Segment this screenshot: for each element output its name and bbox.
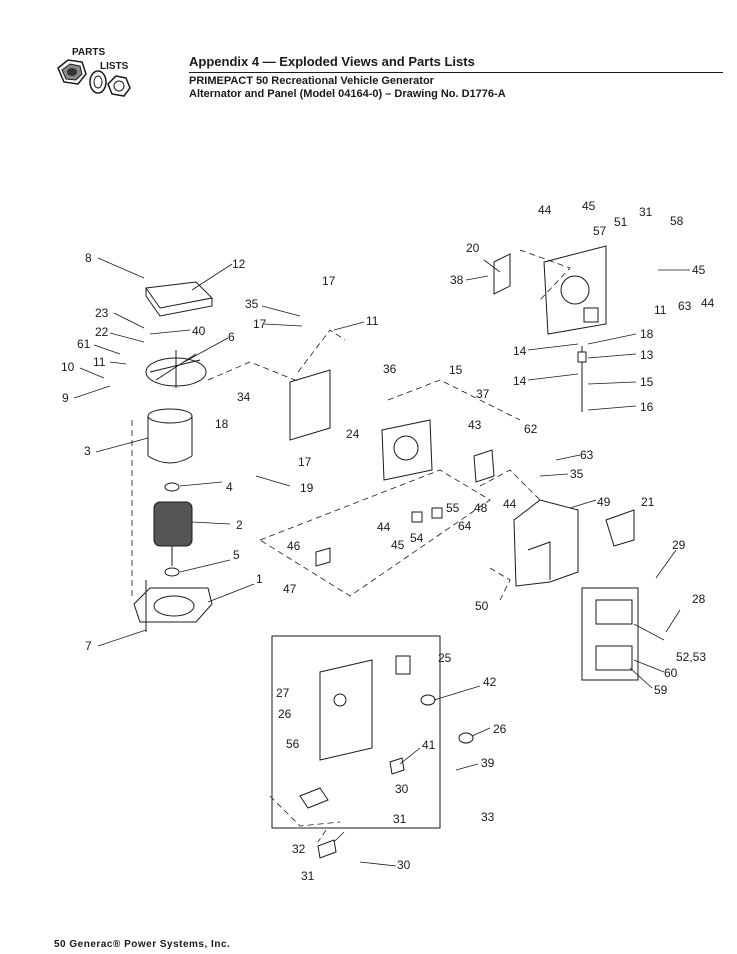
callout-label: 30 [395, 782, 409, 796]
callout-label: 62 [524, 422, 538, 436]
callout-label: 44 [538, 203, 552, 217]
callout-label: 11 [93, 355, 106, 369]
callout-label: 57 [593, 224, 607, 238]
parts-lists-logo: PARTS LISTS [50, 46, 140, 106]
callout-label: 34 [237, 390, 251, 404]
callout-label: 27 [276, 686, 290, 700]
callout-leaders [73, 257, 690, 867]
callout-label: 42 [483, 675, 497, 689]
callout-label: 18 [215, 417, 229, 431]
callout-label: 16 [640, 400, 654, 414]
callout-label: 61 [77, 337, 91, 351]
callout-label: 33 [481, 810, 495, 824]
callout-label: 44 [503, 497, 517, 511]
callout-label: 41 [422, 738, 436, 752]
logo-parts-label: PARTS [72, 47, 106, 58]
nut-washer-icon [57, 59, 131, 97]
callout-label: 28 [692, 592, 706, 606]
page-title: Appendix 4 — Exploded Views and Parts Li… [189, 54, 475, 69]
callout-label: 36 [383, 362, 397, 376]
callout-label: 26 [278, 707, 292, 721]
callout-label: 17 [298, 455, 312, 469]
drawing-parts [133, 245, 639, 859]
callout-label: 37 [476, 387, 490, 401]
callout-label: 43 [468, 418, 482, 432]
callout-labels: 8 12 23 40 22 6 61 11 10 9 3 18 34 35 17… [61, 199, 715, 883]
callout-label: 14 [513, 344, 527, 358]
callout-label: 29 [672, 538, 686, 552]
header-rule [189, 72, 723, 73]
callout-label: 58 [670, 214, 684, 228]
callout-label: 20 [466, 241, 480, 255]
wiring-dashed-lines [131, 249, 571, 843]
callout-label: 21 [641, 495, 655, 509]
callout-label: 44 [701, 296, 715, 310]
callout-label: 46 [287, 539, 301, 553]
callout-label: 10 [61, 360, 75, 374]
callout-label: 35 [570, 467, 584, 481]
callout-label: 31 [393, 812, 407, 826]
callout-label: 17 [322, 274, 336, 288]
callout-label: 18 [640, 327, 654, 341]
callout-label: 25 [438, 651, 452, 665]
callout-label: 19 [300, 481, 314, 495]
logo-lists-label: LISTS [100, 61, 129, 72]
callout-label: 52,53 [676, 650, 706, 664]
callout-label: 54 [410, 531, 424, 545]
callout-label: 59 [654, 683, 668, 697]
page-footer: 50 Generac® Power Systems, Inc. [54, 939, 231, 950]
callout-label: 4 [226, 480, 233, 494]
callout-label: 30 [397, 858, 411, 872]
callout-label: 6 [228, 330, 235, 344]
callout-label: 26 [493, 722, 507, 736]
callout-label: 31 [301, 869, 315, 883]
callout-label: 15 [449, 363, 463, 377]
callout-label: 35 [245, 297, 259, 311]
callout-label: 38 [450, 273, 464, 287]
callout-label: 13 [640, 348, 654, 362]
callout-label: 47 [283, 582, 297, 596]
callout-label: 45 [391, 538, 405, 552]
callout-label: 39 [481, 756, 495, 770]
callout-label: 14 [513, 374, 527, 388]
callout-label: 11 [366, 314, 379, 328]
callout-label: 45 [582, 199, 596, 213]
callout-label: 64 [458, 519, 472, 533]
callout-label: 51 [614, 215, 628, 229]
callout-label: 49 [597, 495, 611, 509]
callout-label: 11 [654, 303, 667, 317]
callout-label: 23 [95, 306, 109, 320]
page-header: Appendix 4 — Exploded Views and Parts Li… [189, 54, 723, 101]
callout-label: 7 [85, 639, 92, 653]
callout-label: 24 [346, 427, 360, 441]
callout-label: 1 [256, 572, 263, 586]
callout-label: 56 [286, 737, 300, 751]
callout-label: 55 [446, 501, 460, 515]
product-name: PRIMEPACT 50 Recreational Vehicle Genera… [189, 75, 434, 87]
callout-label: 44 [377, 520, 391, 534]
callout-label: 22 [95, 325, 109, 339]
callout-label: 15 [640, 375, 654, 389]
callout-label: 45 [692, 263, 706, 277]
callout-label: 50 [475, 599, 489, 613]
callout-label: 32 [292, 842, 306, 856]
callout-label: 5 [233, 548, 240, 562]
callout-label: 63 [678, 299, 692, 313]
callout-label: 12 [232, 257, 246, 271]
callout-label: 40 [192, 324, 206, 338]
callout-label: 3 [84, 444, 91, 458]
callout-label: 63 [580, 448, 594, 462]
callout-label: 8 [85, 251, 92, 265]
callout-label: 17 [253, 317, 267, 331]
callout-label: 48 [474, 501, 488, 515]
drawing-subtitle: Alternator and Panel (Model 04164-0) – D… [189, 88, 506, 100]
callout-label: 9 [62, 391, 69, 405]
callout-label: 2 [236, 518, 243, 532]
callout-label: 31 [639, 205, 653, 219]
callout-label: 60 [664, 666, 678, 680]
